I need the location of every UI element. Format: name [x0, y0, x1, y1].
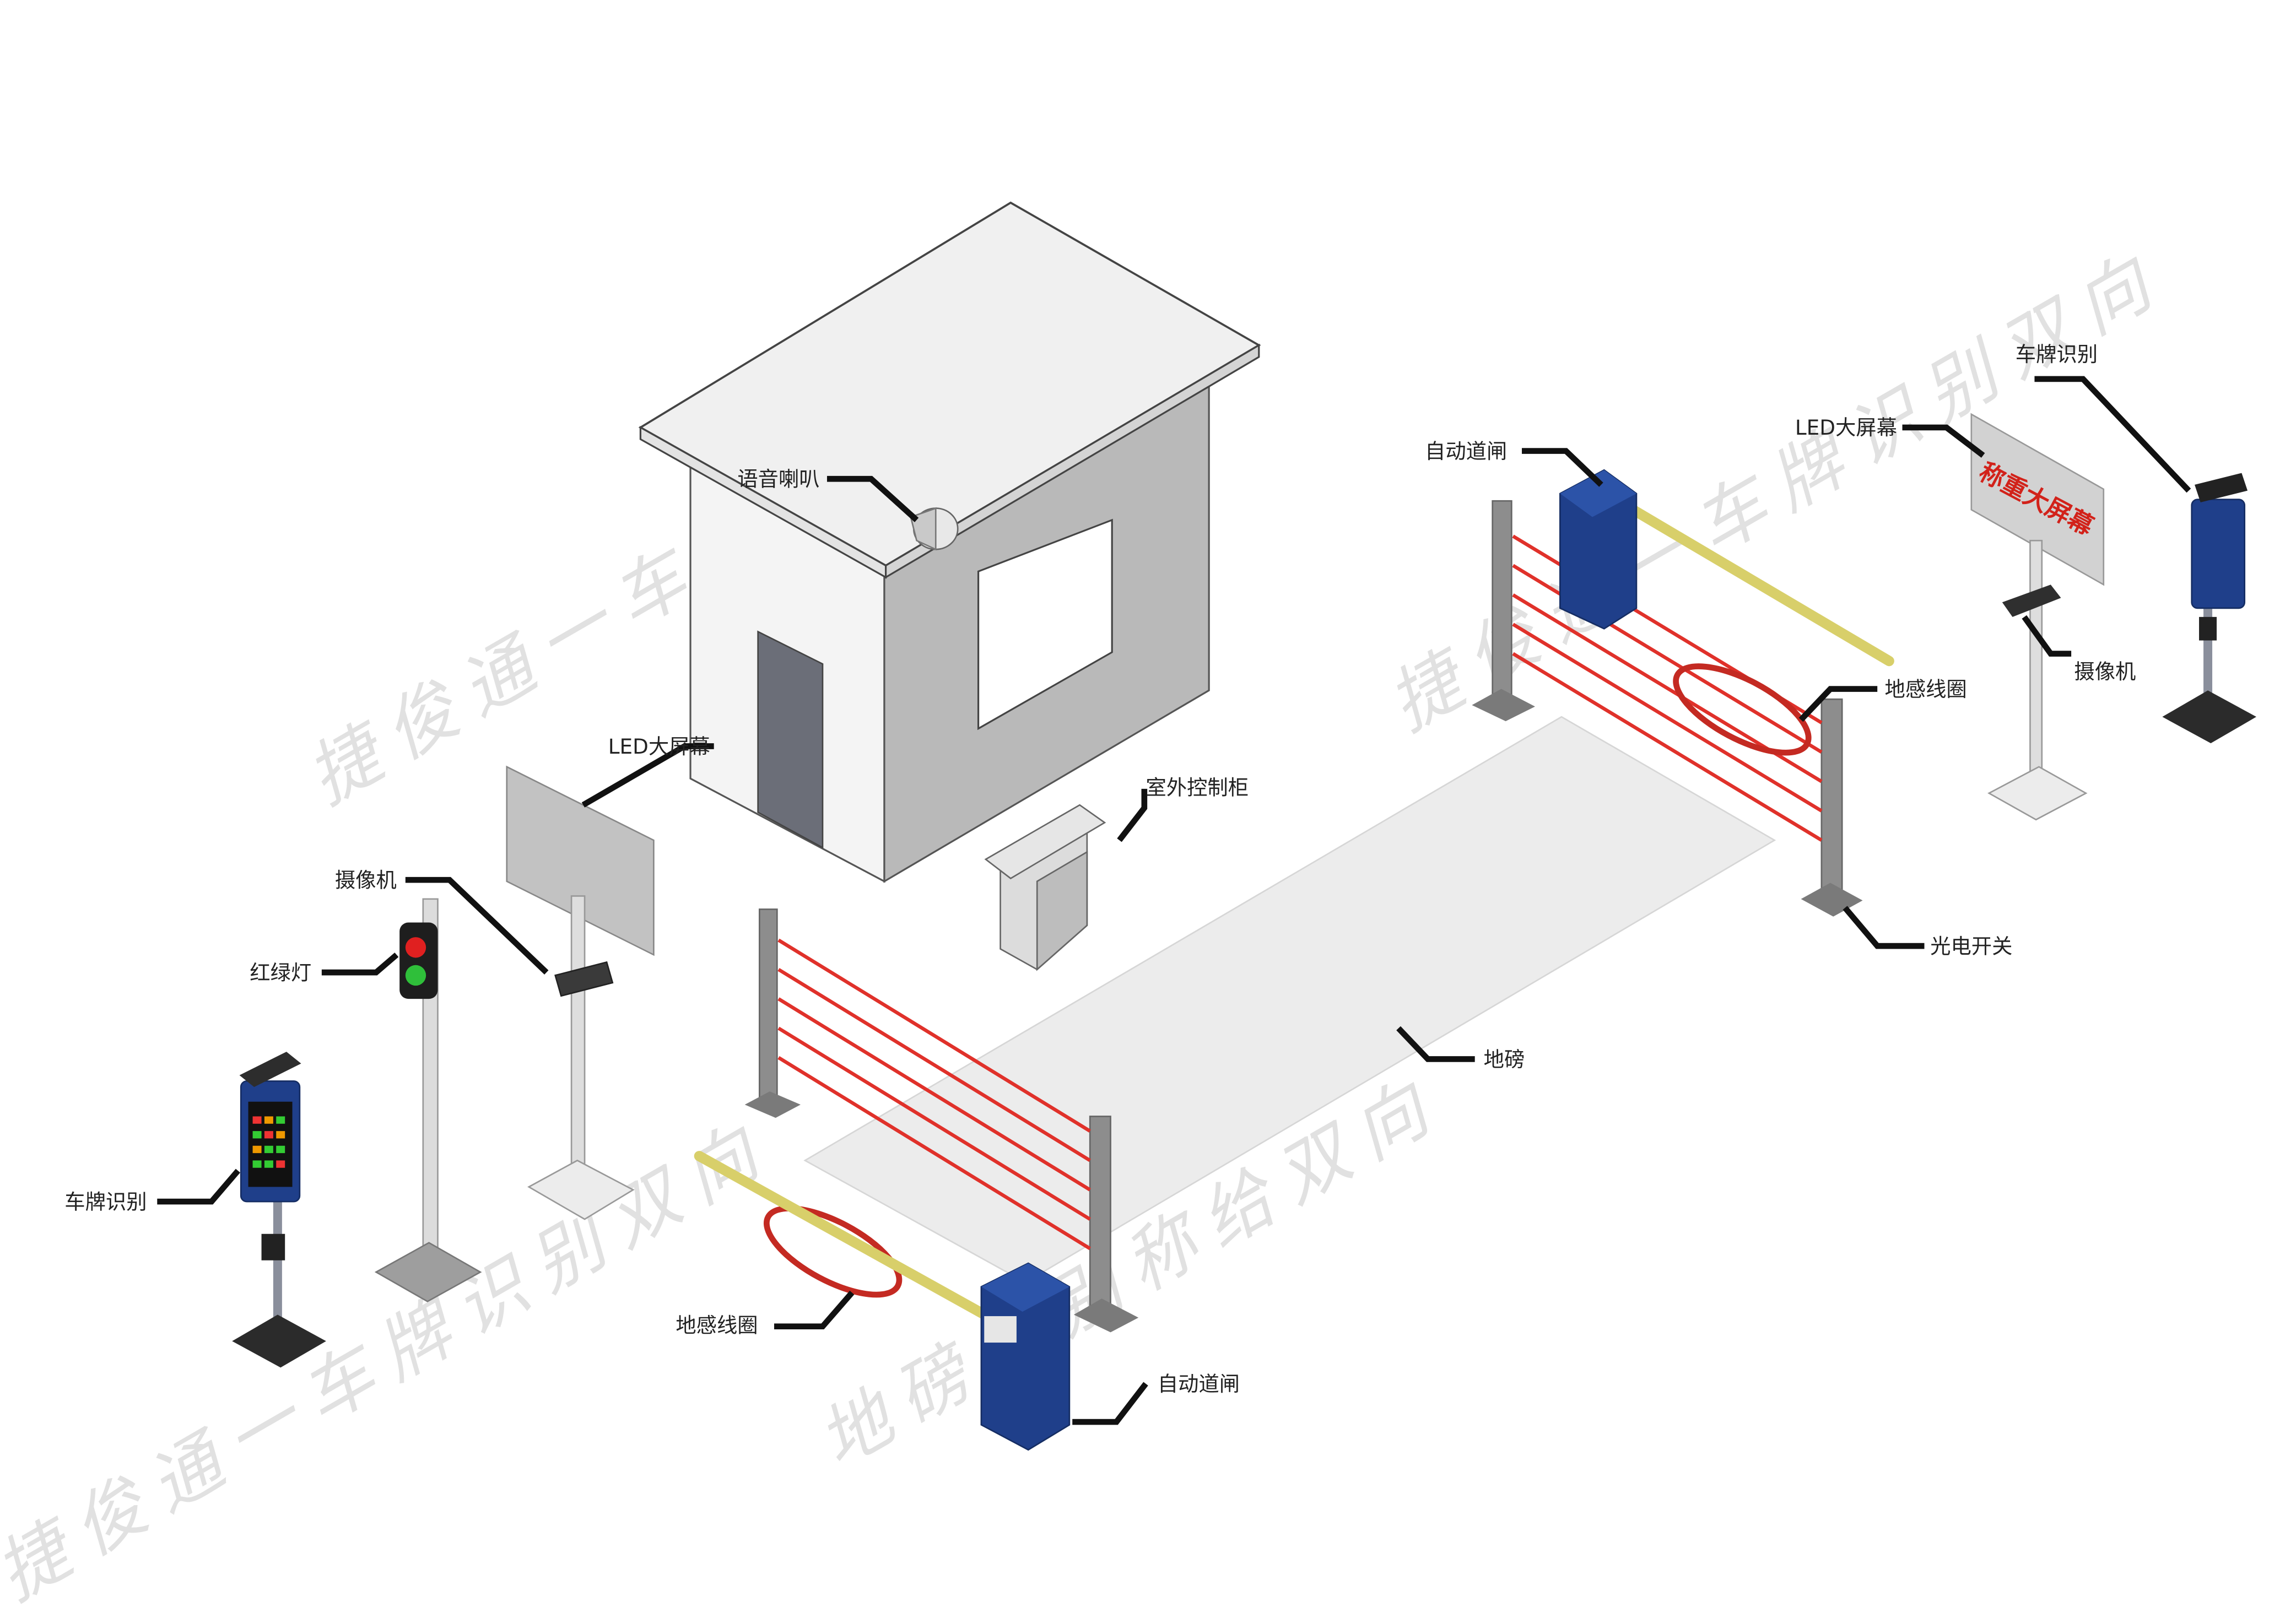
- label-ground-coil-right: 地感线圈: [1885, 677, 1967, 701]
- label-photoelectric-switch: 光电开关: [1930, 934, 2012, 958]
- label-traffic-light: 红绿灯: [250, 960, 311, 984]
- plate-recognition-right: [2162, 473, 2257, 744]
- booth-door: [757, 630, 824, 849]
- photoelectric-front: [744, 908, 1139, 1333]
- booth-roof-edge-right: [885, 343, 1260, 579]
- label-plate-recognition-right: 车牌识别: [2016, 342, 2098, 366]
- label-speaker: 语音喇叭: [737, 467, 819, 491]
- watermark-3: 捷俊通一车牌识别双向: [0, 1104, 786, 1607]
- led-screen-left: [506, 765, 655, 1220]
- booth-window: [977, 518, 1113, 731]
- label-auto-gate-rear: 自动道闸: [1425, 439, 1507, 463]
- leader-lines: [157, 376, 2191, 1425]
- green-light: [405, 965, 426, 986]
- plate-recognition-left: [232, 1052, 326, 1368]
- labels: 语音喇叭 LED大屏幕 摄像机 红绿灯 车牌识别 室外控制柜 地感线圈 自动道闸…: [64, 342, 2136, 1396]
- label-camera-right: 摄像机: [2074, 659, 2136, 684]
- camera-right-device: [2002, 585, 2061, 617]
- label-camera-left: 摄像机: [335, 868, 397, 892]
- led-screen-right: 称重大屏幕: [1970, 413, 2105, 821]
- label-auto-gate-front: 自动道闸: [1158, 1372, 1240, 1396]
- camera-left-device: [554, 961, 614, 997]
- label-led-screen-left: LED大屏幕: [608, 734, 710, 759]
- auto-gate-rear: [1559, 469, 1894, 667]
- weighbridge-platform: [803, 716, 1776, 1284]
- traffic-light: [374, 898, 482, 1302]
- auto-gate-front: [694, 1151, 1071, 1451]
- red-light: [405, 937, 426, 958]
- label-plate-recognition-left: 车牌识别: [64, 1189, 147, 1214]
- label-weighbridge: 地磅: [1484, 1047, 1525, 1072]
- guard-booth: [638, 201, 1261, 883]
- outdoor-cabinet: [984, 804, 1106, 971]
- label-ground-coil-left: 地感线圈: [676, 1313, 758, 1337]
- ground-coil-left: [763, 1205, 903, 1298]
- ground-coil-right: [1673, 663, 1812, 756]
- label-outdoor-cabinet: 室外控制柜: [1146, 775, 1249, 799]
- label-led-screen-right: LED大屏幕: [1795, 415, 1897, 440]
